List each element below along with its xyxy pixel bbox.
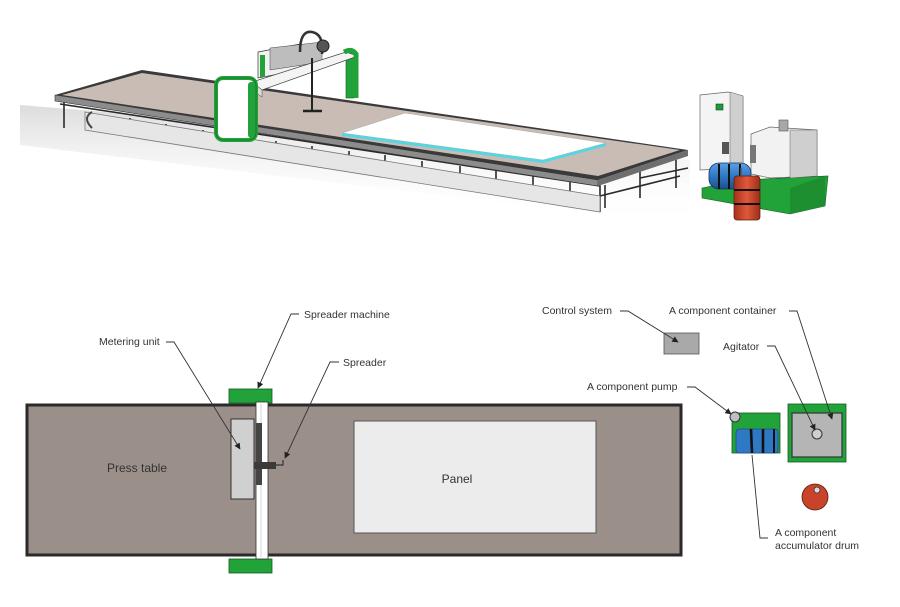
callout-agitator: Agitator <box>723 341 760 353</box>
press-table-3d-side-edge <box>598 150 688 186</box>
callouts: Spreader machine Metering unit Spreader … <box>99 305 859 552</box>
leader-agitator <box>767 345 816 431</box>
leader-spreader-machine <box>257 313 299 389</box>
control-cabinet-side <box>729 91 744 171</box>
a-component-unit-3d <box>699 91 829 221</box>
gantry-front-frame-side <box>248 82 256 138</box>
agitator-3d <box>778 119 789 132</box>
hose-reel <box>316 39 330 53</box>
callout-spreader-machine: Spreader machine <box>304 309 390 321</box>
callout-a-component-pump: A component pump <box>587 381 678 393</box>
panel-3d-side-edge <box>543 143 606 163</box>
leader-a-component-container <box>789 310 834 420</box>
callout-spreader: Spreader <box>343 357 387 369</box>
gantry-rear-frame <box>342 47 359 98</box>
cable-guide-rail <box>84 111 601 213</box>
red-drum-bung <box>813 486 821 494</box>
spreader-arm <box>276 460 284 466</box>
plan-view: Press table Panel <box>25 332 847 574</box>
container-side <box>789 129 818 179</box>
panel <box>353 420 597 534</box>
render-3d <box>20 30 829 225</box>
callout-a-component-accumulator-drum-line2: accumulator drum <box>775 540 859 552</box>
press-table-label: Press table <box>107 461 167 475</box>
leader-a-component-pump <box>687 386 732 415</box>
leader-a-component-accumulator-drum <box>751 454 768 539</box>
panel-3d-edge <box>342 133 543 163</box>
metering-unit-green-trim <box>260 55 265 77</box>
spreader-carriage <box>256 423 262 485</box>
panel-label: Panel <box>442 472 473 486</box>
spreader-head <box>254 462 276 469</box>
cable-loop <box>86 111 93 129</box>
callout-a-component-container: A component container <box>669 305 777 317</box>
agitator <box>811 428 823 440</box>
a-component-accumulator-drum <box>735 428 779 454</box>
control-cabinet-display <box>715 103 724 111</box>
spreader-machine-wheel-bottom <box>228 558 273 574</box>
leader-spreader <box>284 361 339 459</box>
callout-metering-unit: Metering unit <box>99 336 160 348</box>
metering-unit <box>230 418 255 500</box>
pump-3d-right <box>750 145 756 163</box>
red-drum <box>801 483 829 511</box>
pump-3d-left <box>722 142 729 154</box>
unit-base-side <box>790 176 825 214</box>
leader-control-system <box>620 310 679 343</box>
spreader-machine-wheel-top <box>228 388 273 404</box>
red-drum-3d <box>733 175 761 221</box>
leader-metering-unit <box>166 341 241 450</box>
callout-control-system: Control system <box>542 305 612 317</box>
a-component-pump <box>729 411 741 423</box>
callout-a-component-accumulator-drum-line1: A component <box>775 527 836 539</box>
